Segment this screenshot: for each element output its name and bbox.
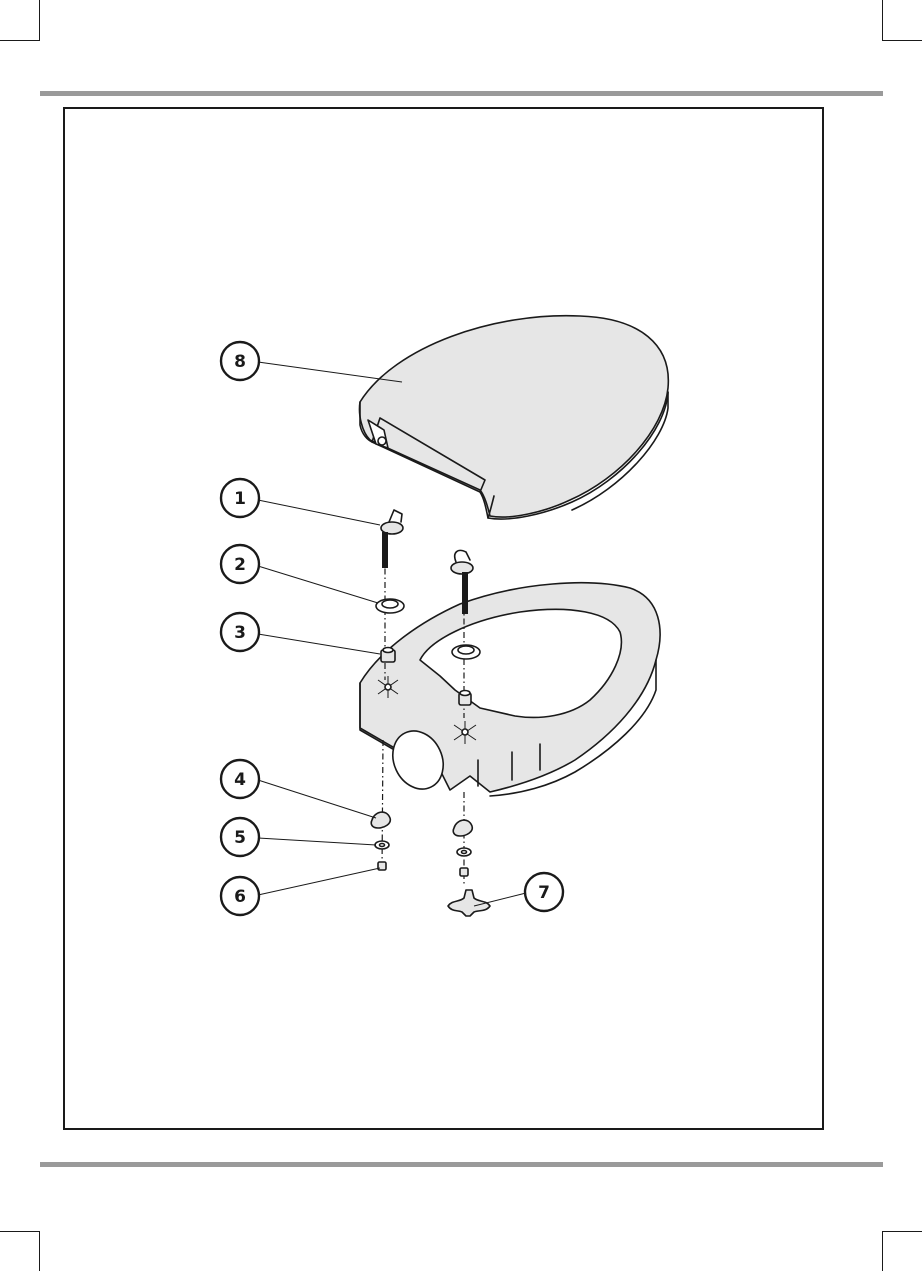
callout-8: 8 <box>221 342 259 380</box>
callout-6: 6 <box>221 877 259 915</box>
callout-label: 1 <box>234 489 246 509</box>
callout-5: 5 <box>221 818 259 856</box>
callout-7: 7 <box>525 873 563 911</box>
callout-4: 4 <box>221 760 259 798</box>
callout-1: 1 <box>221 479 259 517</box>
seat-lid <box>359 316 668 519</box>
seat-ring <box>360 583 660 798</box>
callout-label: 5 <box>234 828 246 848</box>
callout-3: 3 <box>221 613 259 651</box>
callout-label: 6 <box>234 887 246 907</box>
callout-label: 2 <box>234 555 246 575</box>
callout-label: 7 <box>538 883 550 903</box>
callout-2: 2 <box>221 545 259 583</box>
callout-label: 4 <box>234 770 246 790</box>
callout-label: 8 <box>234 352 246 372</box>
callout-label: 3 <box>234 623 246 643</box>
